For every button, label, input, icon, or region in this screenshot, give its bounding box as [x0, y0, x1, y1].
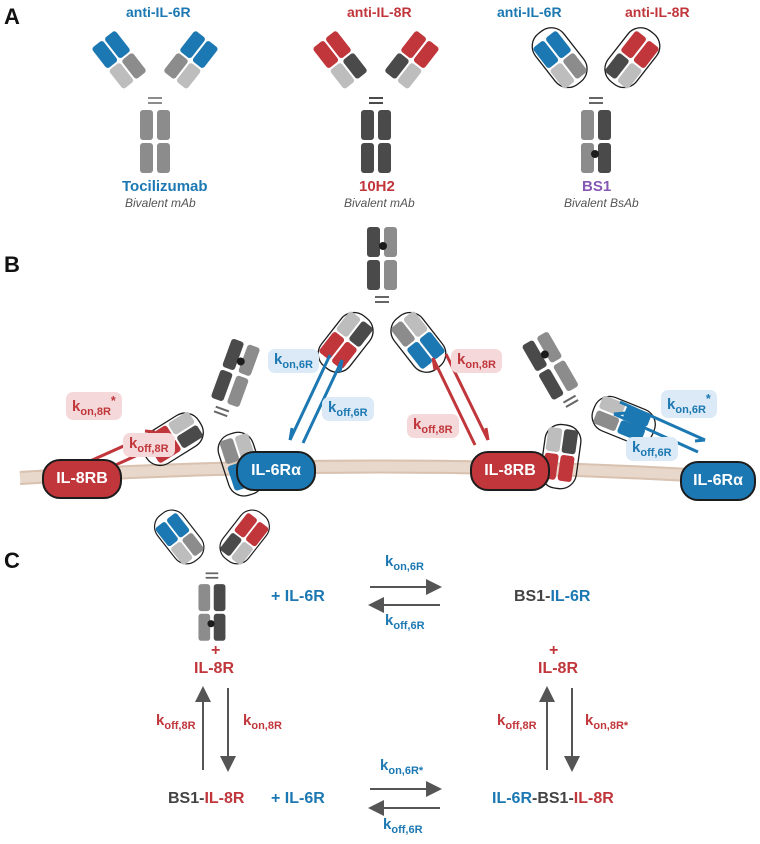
plus-il6r-top: + IL-6R — [271, 588, 325, 605]
c-kon8r-left: kon,8R — [243, 712, 282, 732]
plus-top-right: + — [549, 642, 559, 659]
kon6r-star-chip: kon,6R* — [661, 390, 717, 418]
panel-b-letter: B — [4, 252, 20, 277]
panel-c-letter: C — [4, 548, 20, 573]
bs1-left-target-label: anti-IL-6R — [497, 4, 562, 20]
c-koff6r-top: koff,6R — [385, 612, 425, 632]
complex-bs1-il6r: BS1-IL-6R — [514, 588, 591, 605]
koff8r-mid-chip: koff,8R — [407, 414, 459, 438]
il6ra-right-receptor: IL-6Rα — [680, 461, 756, 501]
c-koff8r-left: koff,8R — [156, 712, 196, 732]
bs1-right-target-label: anti-IL-8R — [625, 4, 690, 20]
bs1-desc: Bivalent BsAb — [564, 196, 639, 210]
10h2-desc: Bivalent mAb — [344, 196, 415, 210]
bs1-antibody — [524, 20, 668, 175]
il6ra-mid-receptor: IL-6Rα — [236, 451, 316, 491]
bs1-name: BS1 — [582, 178, 612, 195]
panel-c-arrows — [195, 579, 580, 816]
10h2-name: 10H2 — [359, 178, 395, 195]
tocilizumab-desc: Bivalent mAb — [125, 196, 196, 210]
kon6r-mid-chip: kon,6R — [268, 349, 319, 373]
plus-top-left: + — [211, 642, 221, 659]
c-kon6r-star-bottom: kon,6R* — [380, 757, 424, 777]
bs1-panel-c-antibody — [147, 503, 277, 642]
kon8r-mid-chip: kon,8R — [451, 349, 502, 373]
tocilizumab-target-label: anti-IL-6R — [126, 4, 191, 20]
10h2-target-label: anti-IL-8R — [347, 4, 412, 20]
10h2-antibody — [311, 29, 441, 174]
koff6r-right-chip: koff,6R — [626, 437, 678, 461]
il8r-top-left: IL-8R — [194, 660, 234, 677]
il8rb-mid-receptor: IL-8RB — [470, 451, 550, 491]
koff6r-mid-chip: koff,6R — [322, 397, 374, 421]
c-koff8r-right: koff,8R — [497, 712, 537, 732]
c-kon6r-top: kon,6R — [385, 553, 424, 573]
panel-a-letter: A — [4, 4, 20, 29]
ternary-complex: IL-6R-BS1-IL-8R — [492, 790, 614, 807]
il8rb-left-receptor: IL-8RB — [42, 459, 122, 499]
kon8r-star-chip: kon,8R* — [66, 392, 122, 420]
tocilizumab-antibody — [90, 29, 220, 174]
complex-bs1-il8r: BS1-IL-8R — [168, 790, 245, 807]
plus-il6r-bottom: + IL-6R — [271, 790, 325, 807]
c-kon8r-star-right: kon,8R* — [585, 712, 629, 732]
c-koff6r-bottom: koff,6R — [383, 816, 423, 836]
koff8r-left-chip: koff,8R — [123, 433, 175, 457]
tocilizumab-name: Tocilizumab — [122, 178, 208, 195]
cell-membrane — [19, 459, 741, 485]
il8r-top-right: IL-8R — [538, 660, 578, 677]
bs1-free-antibody — [310, 226, 454, 380]
